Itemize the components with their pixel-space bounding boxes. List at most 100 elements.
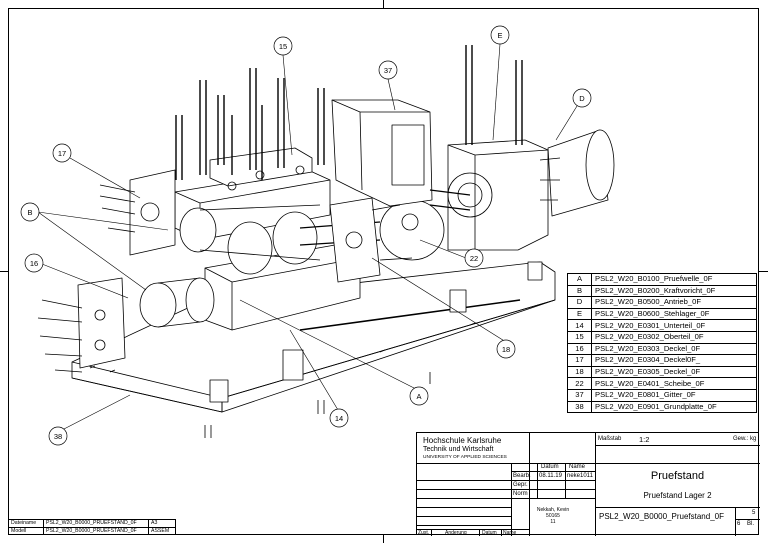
drawing-subtitle: Pruefstand Lager 2	[643, 491, 712, 500]
frame-tick-left	[0, 271, 8, 272]
frame-tick-bottom	[383, 535, 384, 543]
svg-text:22: 22	[470, 254, 478, 263]
part-name: PSL2_W20_B0500_Antrieb_0F	[591, 296, 757, 309]
part-name: PSL2_W20_B0600_Stehlager_0F	[591, 307, 757, 321]
part-id: B	[567, 284, 592, 298]
svg-text:15: 15	[279, 42, 287, 51]
svg-text:17: 17	[58, 149, 66, 158]
datum2-label: Datum	[482, 530, 497, 536]
guard-37	[331, 99, 433, 207]
author-id: 50165	[546, 513, 560, 519]
modell-label: Modell	[8, 526, 44, 535]
name-header: Name	[569, 464, 586, 470]
upper-bolts	[175, 68, 325, 180]
part-name: PSL2_W20_E0302_Oberteil_0F	[591, 330, 757, 344]
svg-text:14: 14	[335, 414, 343, 423]
author-name: Nekkah, Kevin	[536, 507, 570, 513]
balloon-group: 15 37 E D 17 B 16 22 18 A 14 38	[20, 25, 592, 446]
svg-text:16: 16	[30, 259, 38, 268]
balloon-B: B	[20, 202, 40, 222]
bearb-date: 08.11.19	[539, 473, 562, 479]
type-value: ASSEM	[148, 526, 176, 535]
part-name: PSL2_W20_E0401_Scheibe_0F	[591, 377, 757, 390]
dateiname-label: Dateiname	[8, 519, 44, 528]
modell-value: PSL2_W20_B0000_PRUEFSTAND_0F	[43, 526, 149, 535]
cover-18-disc-22	[329, 197, 445, 283]
frame-tick-top	[383, 0, 384, 8]
institution-name: Hochschule Karlsruhe	[423, 436, 502, 445]
institution-sub: Technik und Wirtschaft	[423, 446, 494, 453]
balloon-D: D	[572, 88, 592, 108]
cover-16	[37, 277, 215, 373]
bearb-name: neke1011	[567, 473, 593, 479]
gepr-label: Gepr.	[513, 482, 528, 488]
bearb-label: Bearb.	[513, 473, 531, 479]
file-meta: Dateiname PSL2_W20_B0000_PRUEFSTAND_0F A…	[8, 519, 176, 535]
part-id: 18	[567, 365, 592, 379]
part-id: 16	[567, 342, 592, 356]
part-id: E	[567, 307, 592, 321]
title-block: Hochschule Karlsruhe Technik und Wirtsch…	[416, 432, 760, 536]
svg-text:38: 38	[54, 432, 62, 441]
svg-text:E: E	[497, 31, 502, 40]
svg-text:D: D	[579, 94, 585, 103]
svg-text:37: 37	[384, 66, 392, 75]
balloon-15: 15	[273, 36, 293, 56]
scale-value: 1:2	[639, 435, 650, 444]
pillow-block-E	[429, 45, 549, 251]
balloon-E: E	[490, 25, 510, 45]
sheet-label: Bl.	[747, 521, 755, 527]
part-id: D	[567, 296, 592, 309]
shaft-assembly	[179, 204, 381, 275]
balloon-16: 16	[24, 253, 44, 273]
weight-label: Gew.: kg	[733, 436, 757, 442]
part-id: 37	[567, 388, 592, 402]
institution-en: UNIVERSITY OF APPLIED SCIENCES	[423, 455, 507, 460]
part-name: PSL2_W20_B0100_Pruefwelle_0F	[591, 273, 757, 286]
balloon-37: 37	[378, 60, 398, 80]
part-id: 38	[567, 400, 592, 414]
frame-tick-right	[759, 271, 768, 272]
part-name: PSL2_W20_E0301_Unterteil_0F	[591, 319, 757, 332]
drawing-title: Pruefstand	[650, 470, 705, 482]
part-name: PSL2_W20_E0901_Grundplatte_0F	[591, 400, 757, 414]
drive-motor-D	[539, 129, 615, 217]
part-id: 14	[567, 319, 592, 332]
part-id: A	[567, 273, 592, 286]
leader-lines	[37, 43, 578, 431]
part-name: PSL2_W20_B0200_Kraftvoricht_0F	[591, 284, 757, 298]
sheet-total: 6	[737, 521, 741, 527]
balloon-38: 38	[48, 426, 68, 446]
part-id: 22	[567, 377, 592, 390]
part-name: PSL2_W20_E0305_Deckel_0F	[591, 365, 757, 379]
author-extra: 11	[550, 519, 556, 525]
balloon-A: A	[409, 386, 429, 406]
balloon-17: 17	[52, 143, 72, 163]
zust-label: Zust.	[418, 530, 430, 536]
dateiname-value: PSL2_W20_B0000_PRUEFSTAND_0F	[43, 519, 149, 528]
name2-label: Name	[503, 530, 517, 536]
part-name: PSL2_W20_E0303_Deckel_0F	[591, 342, 757, 356]
scale-label: Maßstab	[598, 436, 622, 442]
aenderung-label: Änderung	[445, 530, 467, 536]
norm-label: Norm	[513, 491, 528, 497]
svg-text:A: A	[416, 392, 421, 401]
svg-text:18: 18	[502, 345, 510, 354]
part-id: 15	[567, 330, 592, 344]
part-name: PSL2_W20_E0304_Deckel0F_	[591, 354, 757, 367]
svg-text:B: B	[27, 208, 32, 217]
lower-bolts	[204, 372, 431, 438]
drawing-frame	[8, 8, 759, 535]
sheet-number: 5	[752, 510, 756, 516]
